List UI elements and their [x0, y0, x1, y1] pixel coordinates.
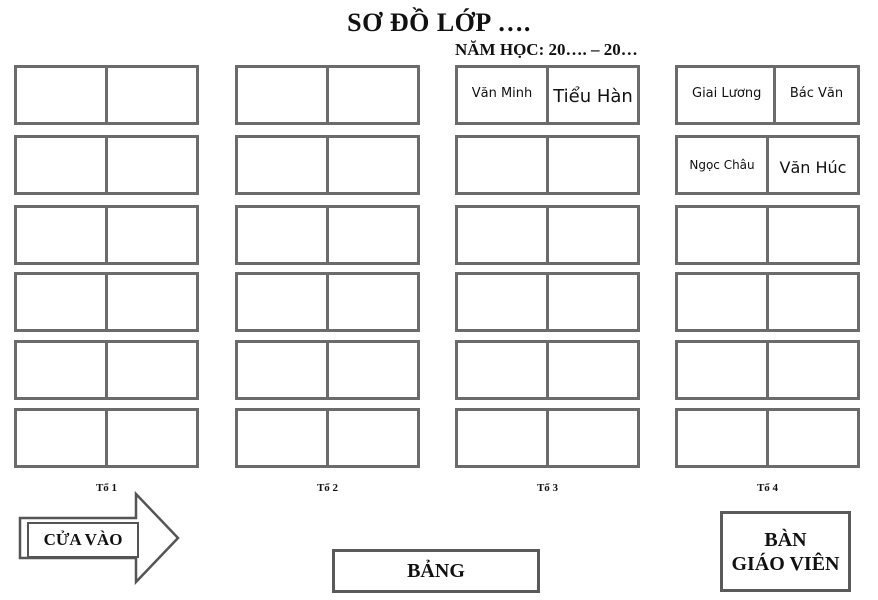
seat-right [326, 68, 417, 122]
seat-right [105, 275, 196, 329]
seat-left [238, 343, 326, 397]
desk [14, 135, 199, 195]
group-label: Tổ 3 [536, 482, 559, 494]
desk [235, 408, 420, 468]
seat-left [458, 411, 546, 465]
desk [14, 65, 199, 125]
seat-left [678, 208, 766, 262]
blackboard: BẢNG [332, 549, 540, 593]
desk [455, 135, 640, 195]
seat-left [17, 68, 105, 122]
seat-left [678, 411, 766, 465]
desk [455, 205, 640, 265]
seat-left [458, 275, 546, 329]
seat-right [326, 411, 417, 465]
seat-right [105, 68, 196, 122]
seat-left [458, 208, 546, 262]
desk [235, 340, 420, 400]
desk [455, 272, 640, 332]
seat-right [766, 343, 857, 397]
seat-right: Bác Văn [773, 68, 857, 122]
seat-left: Ngọc Châu [689, 158, 755, 172]
seat-right [546, 411, 637, 465]
desk [675, 408, 860, 468]
desk [455, 340, 640, 400]
door-label: CỬA VÀO [27, 522, 139, 558]
desk: Văn Minh Tiểu Hàn [455, 65, 640, 125]
desk [14, 205, 199, 265]
seat-left [238, 275, 326, 329]
desk [235, 65, 420, 125]
seat-right [326, 208, 417, 262]
seat-right [546, 208, 637, 262]
seat-right: Tiểu Hàn [546, 68, 637, 122]
group-label: Tổ 2 [316, 482, 339, 494]
desk [14, 340, 199, 400]
teacher-desk: BÀN GIÁO VIÊN [720, 511, 851, 592]
seat-right [326, 343, 417, 397]
desk [235, 205, 420, 265]
seat-left [17, 208, 105, 262]
seat-right [105, 411, 196, 465]
desk [675, 272, 860, 332]
seat-left [458, 343, 546, 397]
seat-right: Văn Húc [766, 138, 857, 192]
seat-left [17, 138, 105, 192]
desk [14, 272, 199, 332]
desk [235, 272, 420, 332]
seat-right [105, 208, 196, 262]
seat-right [546, 275, 637, 329]
desk [235, 135, 420, 195]
desk: Giai Lương Bác Văn [675, 65, 860, 125]
seat-right [326, 275, 417, 329]
seat-left [678, 275, 766, 329]
group-label: Tổ 4 [756, 482, 779, 494]
school-year-subtitle: NĂM HỌC: 20…. – 20… [455, 40, 638, 59]
seat-left [678, 343, 766, 397]
page-title: SƠ ĐỒ LỚP …. [347, 8, 531, 37]
seat-right [105, 343, 196, 397]
seat-left [238, 68, 326, 122]
desk: Ngọc Châu Văn Húc [675, 135, 860, 195]
seat-right [105, 138, 196, 192]
seat-right [326, 138, 417, 192]
desk [14, 408, 199, 468]
seat-left [238, 208, 326, 262]
seat-right [766, 411, 857, 465]
seat-left [238, 411, 326, 465]
seat-right [766, 208, 857, 262]
seat-left [17, 275, 105, 329]
seat-right [546, 138, 637, 192]
group-label: Tổ 1 [95, 482, 118, 494]
desk [455, 408, 640, 468]
seat-left: Văn Minh [471, 86, 533, 101]
seat-left [458, 138, 546, 192]
seat-left: Giai Lương [692, 86, 762, 101]
seat-left [17, 411, 105, 465]
seat-left [17, 343, 105, 397]
seat-right [546, 343, 637, 397]
desk [675, 205, 860, 265]
seat-right [766, 275, 857, 329]
seat-left [238, 138, 326, 192]
desk [675, 340, 860, 400]
